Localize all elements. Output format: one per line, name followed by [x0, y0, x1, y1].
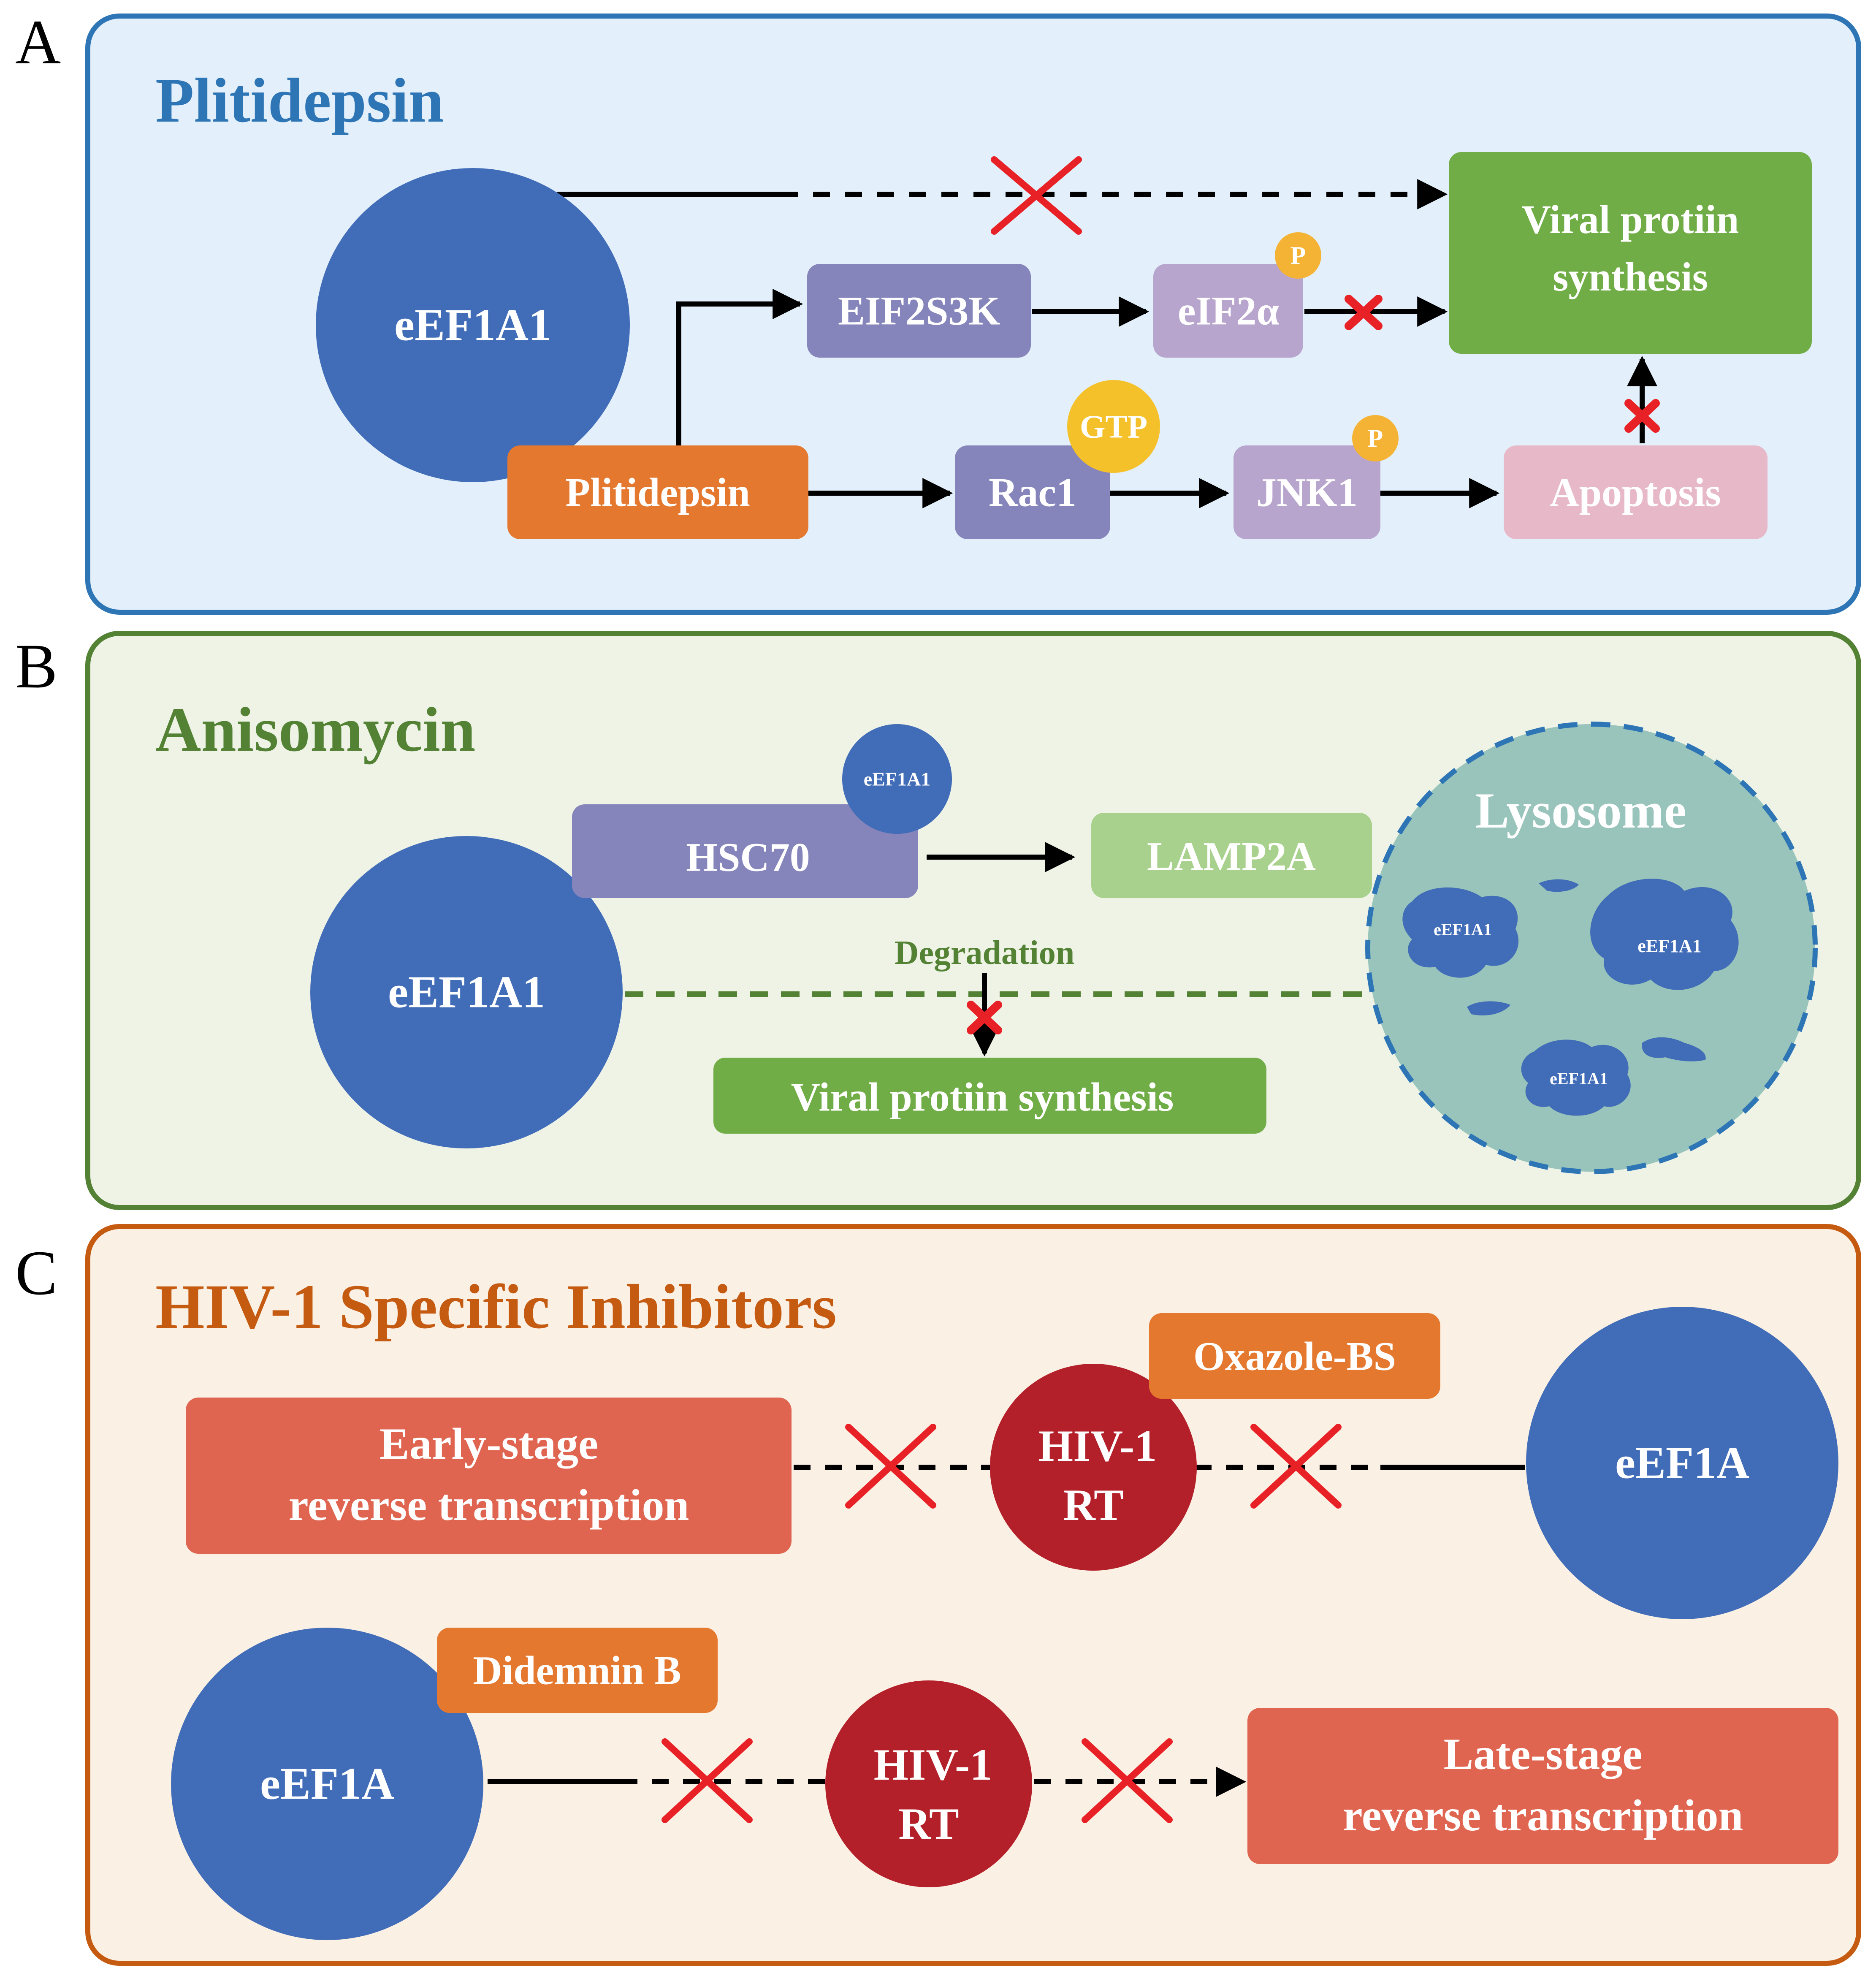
eef1a1-label: eEF1A1 [388, 967, 545, 1018]
gtp-badge [1067, 380, 1160, 473]
didemnin-b-box [437, 1628, 718, 1713]
oxazole-bs-label: Oxazole-BS [1193, 1334, 1396, 1379]
eef1a-label: eEF1A [260, 1759, 394, 1809]
lysosome-eef1a1-fragment [1590, 879, 1739, 990]
hiv1-rt-node [825, 1680, 1032, 1887]
hsc70-box [572, 804, 918, 898]
early-stage-line2: reverse transcription [289, 1480, 689, 1530]
viral-synthesis-box [713, 1058, 1266, 1134]
lysosome-eef1a1-fragment [1521, 1039, 1631, 1116]
lysosome-debris [1642, 1037, 1706, 1061]
rac1-label: Rac1 [989, 470, 1076, 515]
lysosome-label: Lysosome [1475, 782, 1686, 839]
panel-c: C HIV-1 Specific Inhibitors Early-stage … [15, 1224, 1861, 1966]
rac1-box [955, 445, 1110, 539]
jnk1-phospho-label: P [1368, 424, 1383, 452]
eef1a-node [171, 1628, 483, 1940]
viral-synthesis-line2: synthesis [1553, 254, 1708, 299]
eif2s3k-box [807, 264, 1031, 358]
hiv1-rt-node [990, 1364, 1197, 1571]
hiv1-rt-line2: RT [1063, 1480, 1124, 1530]
jnk1-label: JNK1 [1256, 470, 1358, 515]
cross-icon [1250, 1424, 1342, 1509]
lamp2a-box [1091, 813, 1372, 898]
lysosome-debris [1539, 879, 1579, 892]
cross-icon [1345, 295, 1383, 330]
early-stage-line1: Early-stage [380, 1419, 598, 1468]
late-stage-rt-box [1247, 1708, 1838, 1864]
eif2s3k-label: EIF2S3K [838, 288, 1000, 334]
oxazole-bs-box [1149, 1313, 1440, 1399]
late-stage-line1: Late-stage [1444, 1729, 1643, 1779]
plitidepsin-to-eif2s3k-arrow [676, 289, 803, 447]
plitidepsin-label: Plitidepsin [565, 470, 750, 515]
viral-synthesis-box [1449, 152, 1812, 354]
panel-b: B Anisomycin Lysosome eEF1A1 eEF1A1 eEF1… [15, 631, 1861, 1210]
late-stage-line2: reverse transcription [1343, 1791, 1743, 1840]
panel-b-letter: B [15, 631, 57, 701]
lysosome-eef1a1-label-2: eEF1A1 [1637, 936, 1702, 956]
viral-synthesis-line1: Viral protiin [1522, 197, 1739, 242]
hiv1-rt-line1: HIV-1 [1038, 1421, 1157, 1471]
apoptosis-box [1504, 445, 1768, 539]
plitidepsin-box [507, 445, 808, 539]
panel-c-title: HIV-1 Specific Inhibitors [155, 1272, 837, 1342]
panel-a: A Plitidepsin eEF1A1 Viral protiin synth… [15, 7, 1861, 615]
degradation-label: Degradation [895, 934, 1075, 972]
eef1a1-bound-small [842, 724, 952, 834]
lysosome-eef1a1-label-3: eEF1A1 [1550, 1069, 1608, 1088]
lamp2a-label: LAMP2A [1147, 834, 1316, 879]
gtp-label: GTP [1080, 408, 1147, 445]
didemnin-b-label: Didemnin B [473, 1648, 681, 1693]
eif2a-phospho-label: P [1290, 242, 1306, 269]
jnk1-phospho-badge [1352, 415, 1399, 461]
eef1a1-node [316, 168, 630, 482]
hiv1-rt-line2: RT [898, 1799, 959, 1848]
lysosome-eef1a1-label-1: eEF1A1 [1434, 920, 1492, 939]
hsc70-label: HSC70 [686, 835, 810, 880]
panel-b-title: Anisomycin [155, 695, 475, 765]
cross-icon [967, 1001, 1002, 1034]
eif2a-box [1153, 264, 1303, 358]
cross-icon [991, 156, 1082, 235]
panel-a-letter: A [15, 7, 61, 77]
eef1a1-node [310, 836, 623, 1148]
apoptosis-label: Apoptosis [1550, 470, 1721, 515]
cross-icon [1082, 1738, 1173, 1823]
eif2a-phospho-badge [1275, 232, 1321, 279]
eef1a1-label: eEF1A1 [394, 300, 551, 350]
eef1a-node [1526, 1307, 1838, 1619]
lysosome-eef1a1-fragment [1402, 887, 1519, 978]
panel-a-title: Plitidepsin [155, 65, 444, 136]
cross-icon [1624, 399, 1660, 433]
hiv1-rt-line1: HIV-1 [874, 1740, 992, 1789]
panel-c-letter: C [15, 1238, 57, 1308]
cross-icon [661, 1738, 753, 1823]
eef1a-label: eEF1A [1615, 1438, 1749, 1488]
eif2a-label: eIF2α [1178, 288, 1279, 334]
viral-synthesis-label: Viral protiin synthesis [791, 1075, 1174, 1120]
jnk1-box [1233, 445, 1380, 539]
eef1a1-small-label: eEF1A1 [864, 768, 930, 790]
lysosome-debris [1467, 1001, 1510, 1016]
cross-icon [845, 1424, 936, 1509]
early-stage-rt-box [186, 1398, 792, 1554]
